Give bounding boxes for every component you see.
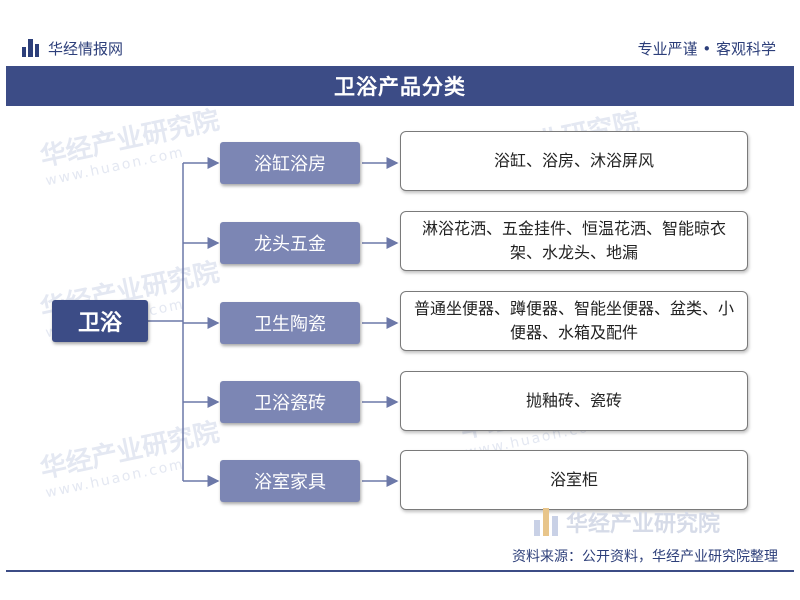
source-note: 资料来源：公开资料，华经产业研究院整理 [512,549,778,565]
logo-text: 华经情报网 [48,39,124,58]
diagram-title: 卫浴产品分类 [6,66,794,106]
category-description: 淋浴花洒、五金挂件、恒温花洒、智能晾衣架、水龙头、地漏 [400,211,748,271]
category-description: 浴缸、浴房、沐浴屏风 [400,131,748,191]
bottom-divider [6,570,794,572]
root-node: 卫浴 [52,300,148,342]
brand-bars-icon [534,508,558,536]
category-node: 浴缸浴房 [220,142,360,184]
category-node: 卫浴瓷砖 [220,381,360,423]
category-node: 卫生陶瓷 [220,302,360,344]
category-description: 浴室柜 [400,450,748,510]
slogan: 专业严谨 • 客观科学 [637,40,776,58]
brand-watermark: 华经产业研究院 [534,506,720,538]
logo-bars-icon [22,39,40,57]
category-node: 龙头五金 [220,222,360,264]
category-description: 普通坐便器、蹲便器、智能坐便器、盆类、小便器、水箱及配件 [400,291,748,351]
header: 华经情报网 专业严谨 • 客观科学 [0,0,800,60]
category-node: 浴室家具 [220,460,360,502]
logo: 华经情报网 [22,38,123,58]
category-description: 抛釉砖、瓷砖 [400,371,748,431]
